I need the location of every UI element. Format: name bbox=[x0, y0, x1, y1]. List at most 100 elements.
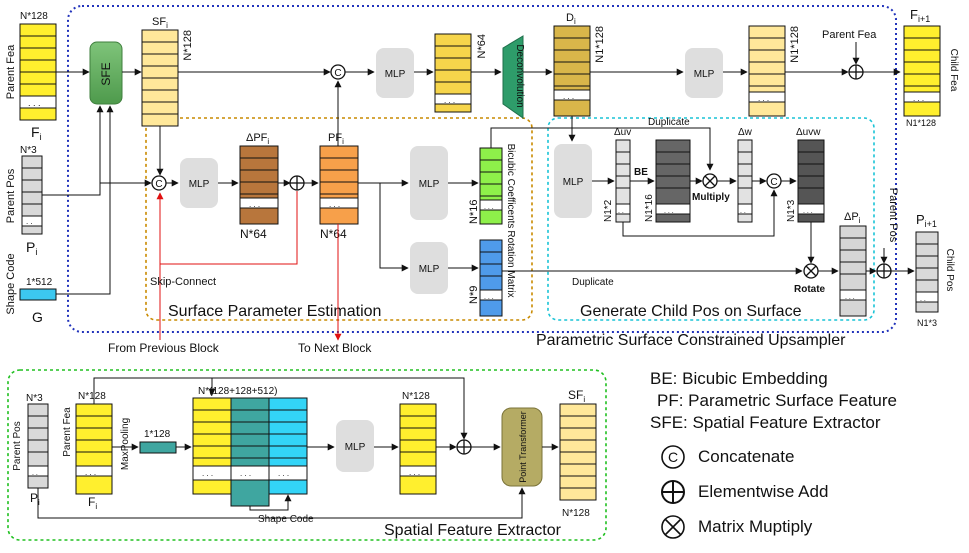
duplicate-2-label: Duplicate bbox=[572, 277, 614, 288]
fi-block: . . . bbox=[19, 23, 57, 121]
multiply-label: Multiply bbox=[692, 192, 730, 203]
sfe-mlp-out-block: . . . bbox=[399, 403, 437, 495]
arrow-fi-add bbox=[212, 377, 468, 440]
fi-label: Fi bbox=[31, 124, 42, 142]
sfe-mlp-label: MLP bbox=[345, 442, 366, 453]
spe-frame bbox=[145, 117, 533, 321]
duv-label: Δuv bbox=[614, 127, 631, 138]
duv-block: . . bbox=[615, 139, 631, 223]
arrow-pi-sfe bbox=[42, 105, 104, 196]
dpf-label: ΔPFi bbox=[246, 132, 269, 146]
rotation-dim: N*9 bbox=[468, 286, 480, 304]
sfe-mlp[interactable] bbox=[336, 420, 374, 472]
fea64-dim: N*64 bbox=[476, 34, 488, 58]
duvw-block: . . . bbox=[797, 139, 825, 223]
pi1-label: Pi+1 bbox=[916, 212, 937, 229]
skip-connect-label: Skip-Connect bbox=[150, 276, 216, 288]
svg-text:. . .: . . . bbox=[249, 200, 260, 209]
sfe-fi-dim: N*128 bbox=[78, 391, 106, 402]
g-label: G bbox=[32, 309, 43, 325]
arrow-g-concat bbox=[249, 494, 292, 511]
deconvolution-module[interactable] bbox=[502, 35, 524, 119]
legend-concatenate: C Concatenate bbox=[660, 444, 965, 470]
arrow-g-sfe bbox=[56, 105, 114, 295]
sfe-pi-block: . . bbox=[27, 403, 49, 489]
svg-text:. . .: . . . bbox=[664, 208, 674, 215]
mlp2-out-dim: N1*128 bbox=[789, 26, 801, 63]
mlp-1[interactable] bbox=[376, 48, 414, 98]
dpi-label: ΔPi bbox=[844, 211, 861, 225]
mlp-3[interactable] bbox=[180, 158, 218, 208]
arrow-fi-concat-top bbox=[93, 377, 216, 404]
mlp-3-label: MLP bbox=[189, 179, 210, 190]
shape-code-label: Shape Code bbox=[258, 514, 314, 525]
multiply-icon bbox=[661, 515, 685, 539]
skip-connect-line bbox=[156, 191, 298, 265]
mlp-2-label: MLP bbox=[694, 69, 715, 80]
concat-mid: C bbox=[151, 175, 167, 191]
mlp2-out-block: . . . bbox=[748, 25, 786, 117]
pi-side: Parent Pos bbox=[5, 168, 17, 223]
add-mid bbox=[289, 175, 305, 191]
svg-text:C: C bbox=[155, 179, 162, 190]
arrow-duv-concat bbox=[622, 189, 778, 237]
rotation-label: Rotation Matrix bbox=[505, 230, 516, 297]
mlp-5[interactable] bbox=[410, 242, 448, 294]
concat-top: C bbox=[330, 64, 346, 80]
gcps-title: Generate Child Pos on Surface bbox=[580, 303, 802, 320]
from-previous-label: From Previous Block bbox=[108, 341, 220, 355]
be-block: . . . bbox=[655, 139, 691, 223]
pf-dim: N*64 bbox=[320, 227, 347, 241]
pool-dim: 1*128 bbox=[144, 429, 171, 440]
dpf-block: . . . bbox=[239, 145, 279, 225]
mlp-2[interactable] bbox=[685, 48, 723, 98]
svg-text:. . .: . . . bbox=[409, 468, 420, 477]
sfe-fi-label: Fi bbox=[88, 495, 97, 511]
svg-text:. . .: . . . bbox=[484, 294, 494, 301]
upsampler-title: Parametric Surface Constrained Upsampler bbox=[536, 332, 846, 349]
dw-block: . . bbox=[737, 139, 753, 223]
add-icon bbox=[661, 480, 685, 504]
sfi-block bbox=[141, 29, 179, 127]
legend-pf: PF: Parametric Surface Feature bbox=[657, 391, 897, 410]
sfe-sf-label: SFi bbox=[568, 388, 585, 404]
sfe-title: Spatial Feature Extractor bbox=[384, 522, 562, 539]
g-block bbox=[19, 288, 57, 301]
svg-text:. .: . . bbox=[32, 470, 38, 477]
mlp-6[interactable] bbox=[554, 144, 592, 218]
sfe-fi-side: Parent Fea bbox=[62, 407, 73, 457]
legend-be: BE: Bicubic Embedding bbox=[650, 369, 828, 388]
svg-text:. . .: . . . bbox=[845, 294, 855, 301]
deconvolution-label: Deconvolution bbox=[514, 44, 525, 107]
maxpool-label: MaxPooling bbox=[120, 418, 131, 470]
sfi-dim: N*128 bbox=[182, 30, 194, 61]
bicubic-dim: N*16 bbox=[468, 200, 480, 224]
concatenate-icon: C bbox=[661, 445, 685, 469]
add-top bbox=[848, 64, 864, 80]
fi-dim: N*128 bbox=[20, 11, 48, 22]
dpf-dim: N*64 bbox=[240, 227, 267, 241]
rotate-op bbox=[803, 263, 819, 279]
svg-text:. . .: . . . bbox=[484, 204, 494, 211]
arrow-bicubic-be bbox=[490, 127, 714, 171]
mlp-4[interactable] bbox=[410, 146, 448, 220]
duvw-dim: N1*3 bbox=[786, 199, 797, 222]
pi-block: . . bbox=[21, 155, 43, 235]
g-side: Shape Code bbox=[5, 253, 17, 314]
svg-text:. . .: . . . bbox=[240, 469, 251, 478]
sfe-pi-side: Parent Pos bbox=[12, 421, 23, 470]
multiply-op bbox=[702, 173, 718, 189]
svg-text:. . .: . . . bbox=[803, 208, 813, 215]
concat-right: C bbox=[766, 173, 782, 189]
sfe-module[interactable] bbox=[89, 41, 123, 105]
arrow-pf-mlp5 bbox=[379, 183, 409, 272]
svg-text:C: C bbox=[334, 68, 341, 79]
di-block: . . . bbox=[553, 25, 591, 117]
rotate-label: Rotate bbox=[794, 284, 826, 295]
svg-text:. . .: . . . bbox=[563, 92, 574, 101]
pi-dim: N*3 bbox=[20, 145, 37, 156]
legend: BE: Bicubic Embedding PF: Parametric Sur… bbox=[650, 368, 965, 540]
sfe-fi-block: . . . bbox=[75, 403, 113, 495]
